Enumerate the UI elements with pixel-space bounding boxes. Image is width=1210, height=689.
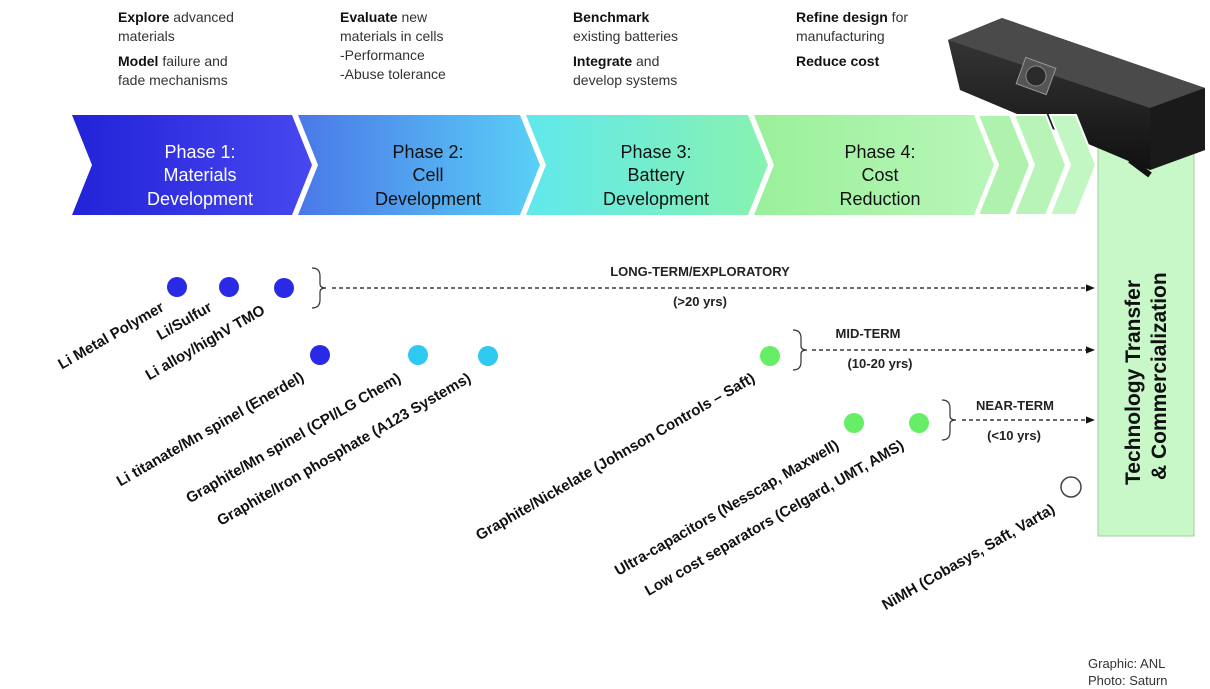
near-term-label: NEAR-TERM xyxy=(976,398,1054,413)
chemistry-dot-3 xyxy=(274,278,294,298)
chemistry-dot-1 xyxy=(167,277,187,297)
mid-term-years: (10-20 yrs) xyxy=(847,356,912,371)
phase-3-chevron xyxy=(526,115,768,215)
phase-3-line-1: Phase 3: xyxy=(620,142,691,162)
desc-1-line2-2: fade mechanisms xyxy=(118,72,228,88)
chemistry-dot-2 xyxy=(219,277,239,297)
chemistry-label-1: Li Metal Polymer xyxy=(55,299,167,373)
chemistry-dot-8 xyxy=(844,413,864,433)
desc-2-line2-1: materials in cells xyxy=(340,28,444,44)
chemistry-label-9: Low cost separators (Celgard, UMT, AMS) xyxy=(642,437,907,600)
mid-term-label: MID-TERM xyxy=(836,326,901,341)
phase-1-line-1: Phase 1: xyxy=(164,142,235,162)
desc-1-bold-2: Model xyxy=(118,53,159,69)
extra-chevron-3 xyxy=(1048,114,1098,216)
chemistry-dot-6 xyxy=(478,346,498,366)
long-term-label: LONG-TERM/EXPLORATORY xyxy=(610,264,790,279)
phase-4-line-2: Cost xyxy=(861,165,898,185)
chemistry-label-4: Li titanate/Mn spinel (Enerdel) xyxy=(114,369,307,490)
desc-1-line2-1: materials xyxy=(118,28,175,44)
phase-3-line-2: Battery xyxy=(627,165,684,185)
phase-4-chevron xyxy=(754,115,994,215)
phase-4-line-1: Phase 4: xyxy=(844,142,915,162)
phase-4-description: Refine design for manufacturing Reduce c… xyxy=(796,8,908,71)
long-term-years: (>20 yrs) xyxy=(673,294,727,309)
phase-2-description: Evaluate new materials in cells -Perform… xyxy=(340,8,446,84)
extra-chevron-1 xyxy=(976,114,1032,216)
phase-1-line-3: Development xyxy=(147,189,253,209)
phase-2-chevron xyxy=(298,115,540,215)
desc-2-bold-1: Evaluate xyxy=(340,9,398,25)
desc-1-rest-2: failure and xyxy=(158,53,228,69)
image-credit: Graphic: ANL Photo: Saturn xyxy=(1088,655,1168,689)
desc-4-rest-1: for xyxy=(887,9,909,25)
desc-3-bold-2: Integrate xyxy=(573,53,633,69)
desc-3-line2-1: existing batteries xyxy=(573,28,679,44)
chemistry-dot-7 xyxy=(760,346,780,366)
tech-transfer-label-2: & Commercialization xyxy=(1148,272,1171,480)
extra-chevron-2 xyxy=(1012,114,1068,216)
tech-transfer-box xyxy=(1097,129,1195,537)
chemistry-dot-9 xyxy=(909,413,929,433)
desc-1-bold-1: Explore xyxy=(118,9,170,25)
tech-transfer-label-1: Technology Transfer xyxy=(1122,280,1145,485)
phase-1-description: Explore advanced materials Model failure… xyxy=(118,8,234,90)
battery-pack-photo xyxy=(948,18,1205,178)
desc-3-bold-1: Benchmark xyxy=(573,9,650,25)
near-term-years: (<10 yrs) xyxy=(987,428,1041,443)
desc-2-rest-1: new xyxy=(397,9,428,25)
desc-3-line2-2: develop systems xyxy=(573,72,678,88)
desc-4-bold-1: Refine design xyxy=(796,9,888,25)
phase-1-line-2: Materials xyxy=(163,165,236,185)
chemistry-dot-5 xyxy=(408,345,428,365)
near-term-brace xyxy=(941,399,957,441)
desc-4-line2-1: manufacturing xyxy=(796,28,885,44)
phase-4-line-3: Reduction xyxy=(839,189,920,209)
phase-2-line-2: Cell xyxy=(412,165,443,185)
phase-2-line-3: Development xyxy=(375,189,481,209)
long-term-brace xyxy=(311,267,327,309)
phase-2-line-1: Phase 2: xyxy=(392,142,463,162)
desc-2-extra-2: -Abuse tolerance xyxy=(340,66,446,82)
chemistry-label-10: NiMH (Cobasys, Saft, Varta) xyxy=(879,501,1058,614)
desc-2-extra-1: -Performance xyxy=(340,47,425,63)
chemistry-dot-4 xyxy=(310,345,330,365)
phase-3-description: Benchmark existing batteries Integrate a… xyxy=(573,8,678,90)
mid-term-brace xyxy=(792,329,808,371)
phase-1-chevron xyxy=(72,115,312,215)
credit-graphic: Graphic: ANL xyxy=(1088,656,1166,671)
chemistry-dot-10 xyxy=(1060,476,1082,498)
phase-3-line-3: Development xyxy=(603,189,709,209)
chemistry-label-6: Graphite/Iron phosphate (A123 Systems) xyxy=(214,370,474,530)
desc-1-rest-1: advanced xyxy=(169,9,234,25)
desc-3-rest-2: and xyxy=(632,53,660,69)
credit-photo: Photo: Saturn xyxy=(1088,673,1168,688)
desc-4-bold-2: Reduce cost xyxy=(796,53,880,69)
